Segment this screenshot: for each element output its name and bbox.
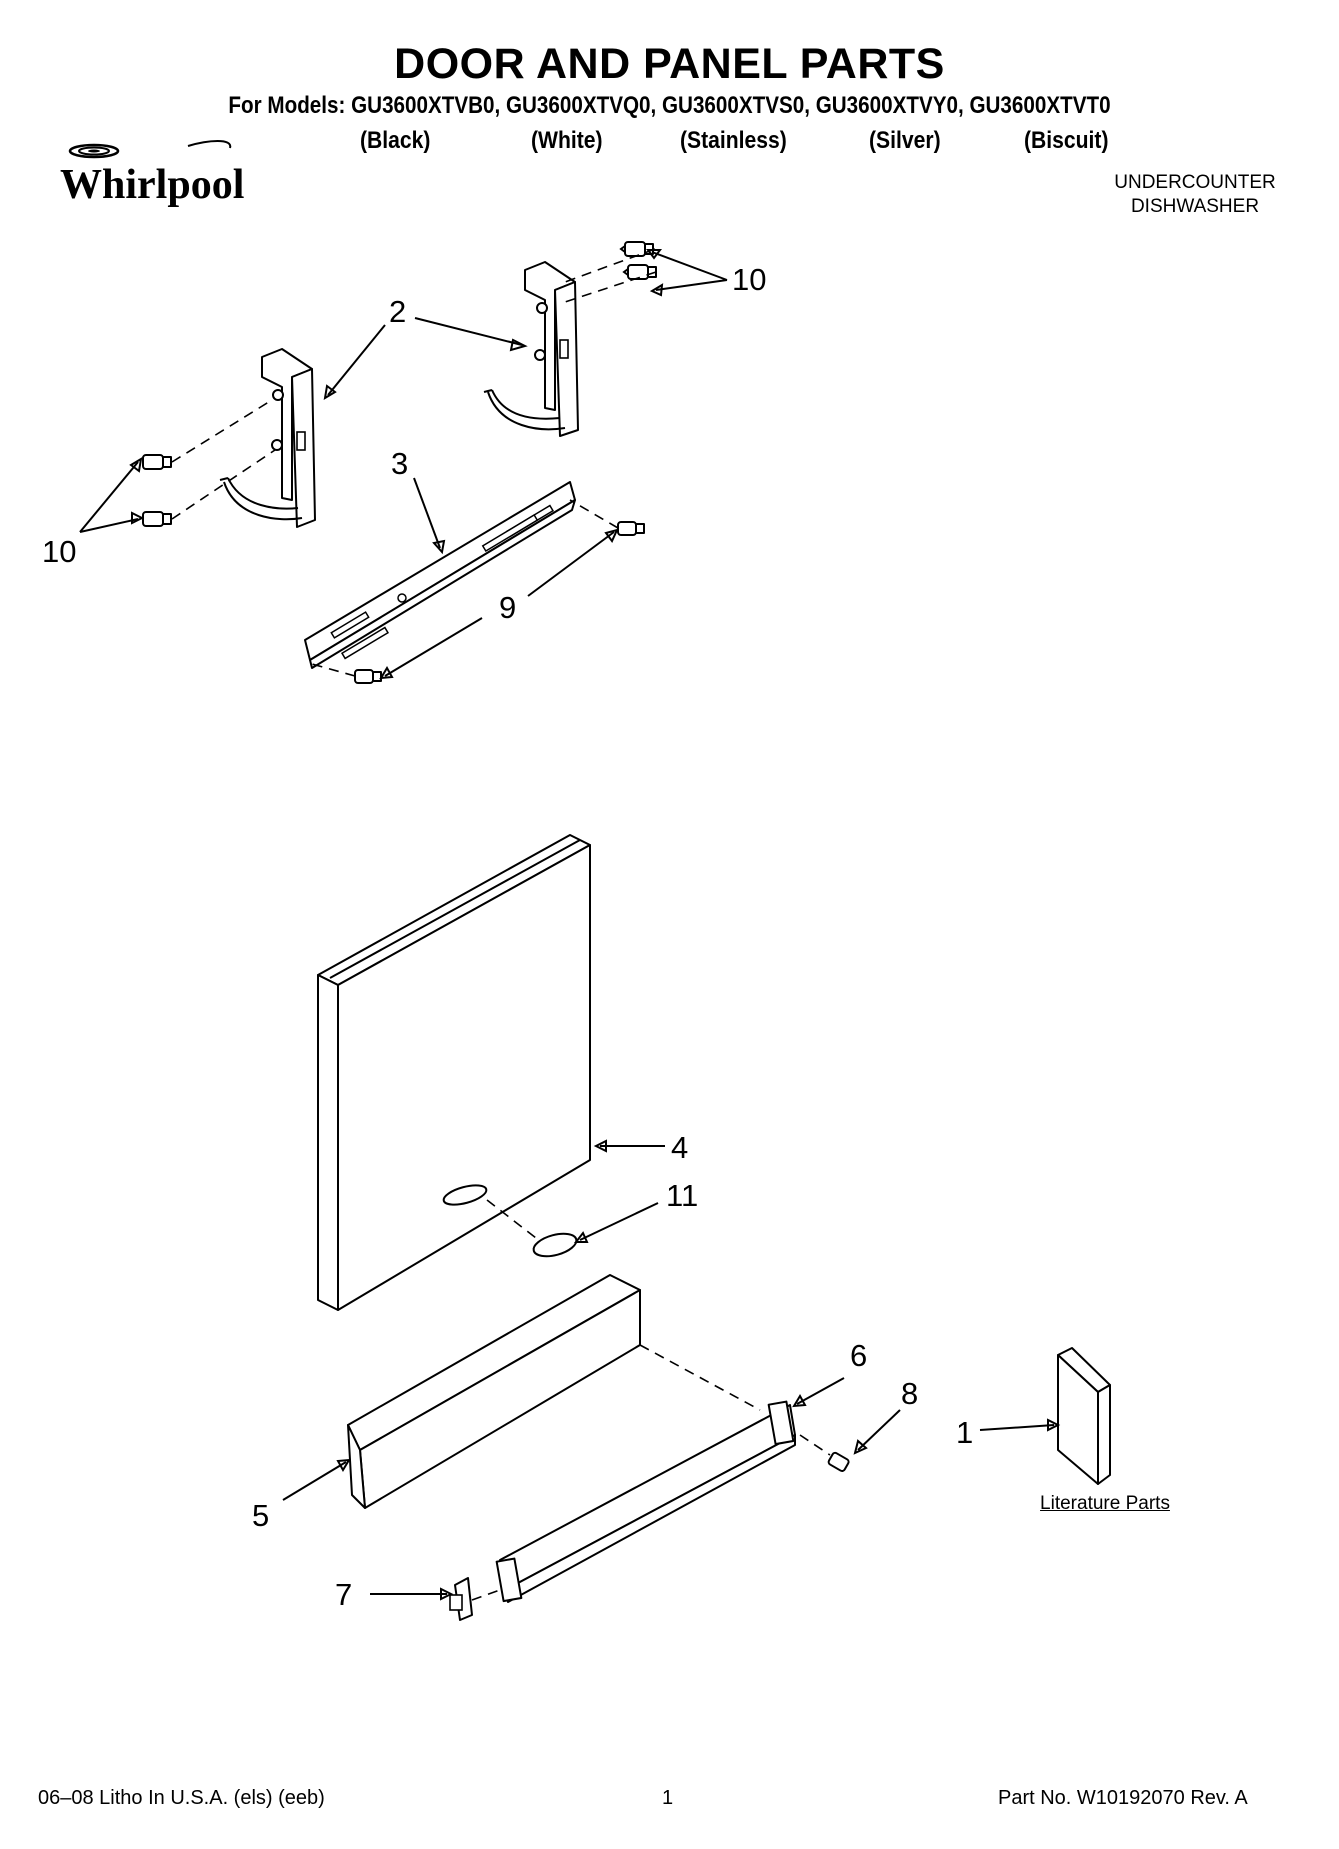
screw-9-right: [617, 521, 645, 536]
callout-2: 2: [389, 294, 406, 329]
footer-litho: 06–08 Litho In U.S.A. (els) (eeb): [38, 1787, 325, 1809]
literature-parts-label: Literature Parts: [1040, 1493, 1170, 1514]
color-biscuit: (Biscuit): [1024, 127, 1109, 154]
hinge-bracket-left: [219, 348, 316, 528]
footer-part-number: Part No. W10192070 Rev. A: [998, 1787, 1248, 1809]
svg-text:Whirlpool: Whirlpool: [60, 162, 244, 208]
screw-10-top-b: [622, 264, 657, 280]
badge-hole: [442, 1184, 488, 1206]
door-panel: [317, 834, 591, 1311]
callout-3: 3: [391, 446, 408, 481]
page-title: DOOR AND PANEL PARTS: [394, 40, 945, 88]
screw-10-left-b: [142, 511, 172, 527]
color-black: (Black): [360, 127, 431, 154]
badge-plug: [532, 1232, 578, 1258]
screw-9-left: [354, 669, 382, 684]
product-type-line1: UNDERCOUNTER: [1114, 172, 1276, 193]
color-white: (White): [531, 127, 603, 154]
models-line: For Models: GU3600XTVB0, GU3600XTVQ0, GU…: [228, 92, 1111, 119]
kick-plate: [495, 1400, 796, 1603]
toe-panel: [347, 1274, 641, 1509]
mounting-rail: [304, 481, 576, 669]
callout-10-top: 10: [732, 262, 766, 297]
leader-lines: [79, 249, 1061, 1601]
color-silver: (Silver): [869, 127, 941, 154]
callout-8: 8: [901, 1376, 918, 1411]
screw-10-left-a: [142, 454, 172, 470]
whirlpool-logo: Whirlpool: [58, 140, 298, 218]
footer-page-number: 1: [662, 1787, 674, 1809]
callout-7: 7: [335, 1577, 352, 1612]
screw-8: [827, 1451, 850, 1472]
callout-11: 11: [666, 1178, 698, 1213]
hinge-bracket-right: [483, 261, 579, 437]
callout-1: 1: [956, 1415, 973, 1450]
color-stainless: (Stainless): [680, 127, 787, 154]
callout-5: 5: [252, 1498, 269, 1533]
product-type-line2: DISHWASHER: [1130, 196, 1260, 217]
literature-booklet: [1057, 1347, 1111, 1485]
clip: [449, 1577, 473, 1621]
callout-6: 6: [850, 1338, 867, 1373]
callout-10-left: 10: [42, 534, 76, 569]
callout-9: 9: [499, 590, 516, 625]
callout-4: 4: [671, 1130, 688, 1165]
